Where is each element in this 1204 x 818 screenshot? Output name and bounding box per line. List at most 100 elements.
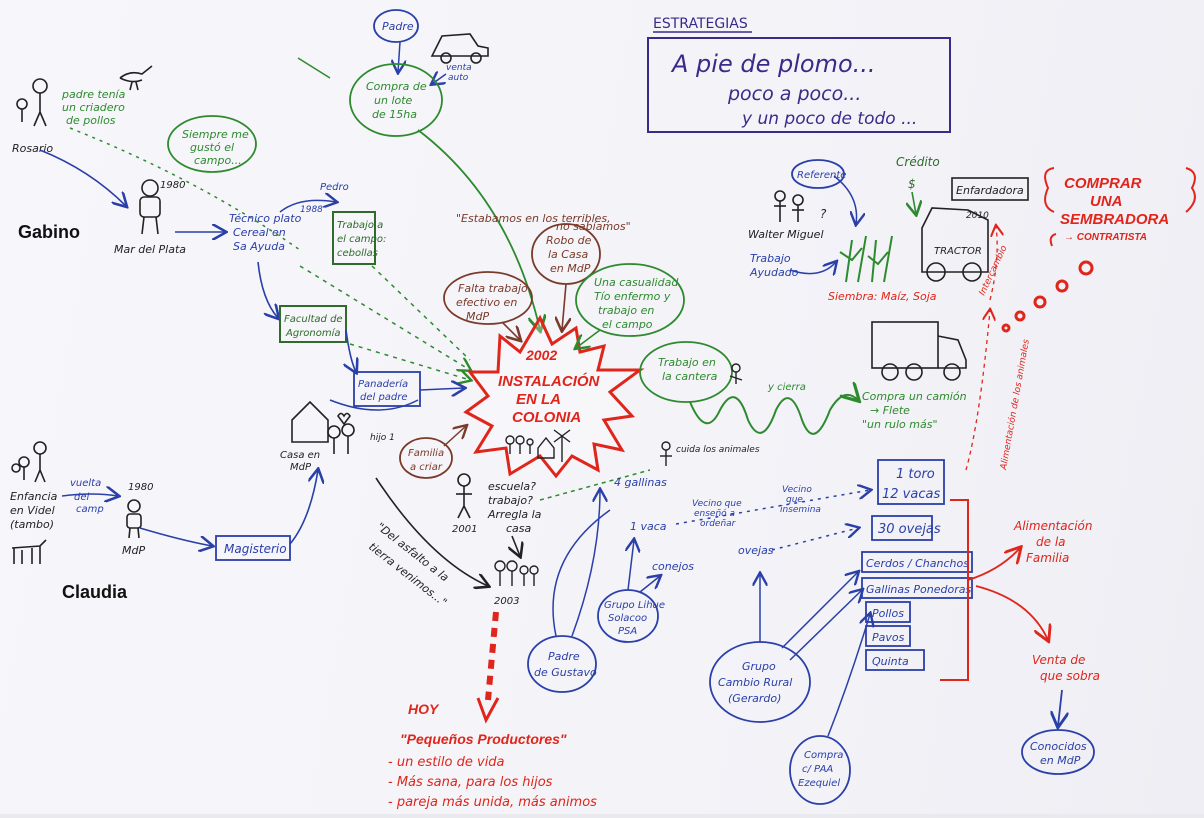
- known-line-1: Conocidos: [1030, 740, 1087, 753]
- city-life: Casa en MdP Panadería del padre hijo 1 F…: [280, 371, 466, 479]
- seeder-line-4: → CONTRATISTA: [1064, 232, 1147, 243]
- strategies-line-1: A pie de plomo...: [670, 50, 876, 78]
- family-figures-icon: [11, 441, 47, 483]
- gabino-path: Rosario padre tenía un criadero de pollo…: [12, 9, 540, 380]
- installation-line-2: EN LA: [516, 391, 561, 408]
- tractor-label: TRACTOR: [934, 246, 982, 257]
- robbery-line-2: la Casa: [548, 248, 588, 261]
- seeder-line-2: UNA: [1090, 193, 1123, 210]
- father-gustavo-line-1: Padre: [548, 650, 580, 663]
- exchange-label: Intercambio: [978, 244, 1010, 298]
- gabino-year-1988: 1988: [300, 205, 323, 215]
- question-line-1: escuela?: [488, 480, 536, 493]
- land-purchase-line-1: Compra de: [366, 80, 427, 93]
- car-icon: [430, 33, 489, 64]
- truck-buy-line-2: → Flete: [870, 404, 910, 417]
- father-note-line-3: de pollos: [66, 114, 116, 127]
- sheep-label: ovejas: [738, 544, 774, 557]
- reasons: "Estabamos en los terribles, no sabíamos…: [443, 212, 685, 348]
- person-gabino: Gabino: [18, 222, 80, 242]
- cow-icon: [11, 539, 47, 564]
- lihue-line-3: PSA: [618, 626, 637, 637]
- bull-label: 1 toro: [896, 467, 935, 482]
- quail-label: Quinta: [872, 655, 909, 668]
- rural-group-line-1: Grupo: [742, 660, 776, 673]
- quarry-line-1: Trabajo en: [658, 356, 716, 369]
- neighbor-line-3: ordeñar: [700, 519, 737, 529]
- animal-feed-label: Alimentación de los animales: [998, 338, 1032, 471]
- family-figures-icon: [505, 435, 555, 459]
- liked-field-line-3: campo...: [194, 154, 242, 167]
- childhood-line-3: (tambo): [10, 518, 54, 531]
- child-label: hijo 1: [370, 433, 395, 443]
- pigs-label: Cerdos / Chanchos: [866, 557, 969, 570]
- return-line-1: vuelta: [70, 478, 101, 489]
- rural-group-line-3: (Gerardo): [728, 692, 781, 705]
- installation-star: 2002 INSTALACIÓN EN LA COLONIA: [463, 314, 645, 479]
- family-food-line-3: Familia: [1026, 551, 1069, 565]
- bird-icon: [119, 65, 153, 91]
- baler-label: Enfardadora: [956, 184, 1024, 197]
- technician-line-1: Técnico plato: [229, 212, 302, 225]
- no-work-line-3: MdP: [466, 310, 489, 323]
- bakery-line-2: del padre: [360, 392, 408, 403]
- couple-figures-icon: [327, 412, 355, 454]
- car-sale-line-2: auto: [448, 73, 469, 83]
- windmill-icon: [553, 429, 571, 462]
- house-icon: [291, 400, 329, 443]
- installation-line-3: COLONIA: [512, 409, 581, 426]
- rural-group-line-2: Cambio Rural: [718, 676, 792, 689]
- family-figures-icon: [16, 78, 48, 127]
- chance-line-1: Una casualidad: [594, 276, 679, 289]
- father-note-line-1: padre tenía: [61, 88, 126, 101]
- return-line-3: camp: [76, 504, 104, 515]
- today-subtitle: "Pequeños Productores": [400, 731, 567, 747]
- claudia-year-1980: 1980: [128, 482, 153, 493]
- installation-line-1: INSTALACIÓN: [498, 372, 601, 390]
- worker-figure-icon: [729, 363, 743, 384]
- chance-line-3: trabajo en: [598, 304, 654, 317]
- truck-icon: [871, 321, 967, 381]
- place-mar-del-plata: Mar del Plata: [114, 243, 186, 256]
- house-line-2: MdP: [290, 462, 312, 473]
- neighbor-line-4: Vecino: [782, 485, 812, 495]
- chance-line-4: el campo: [602, 318, 653, 331]
- car-sale-line-1: venta: [446, 63, 472, 73]
- credit-label: Crédito: [896, 155, 940, 169]
- family-food-line-2: de la: [1036, 535, 1066, 549]
- claudia-path: Enfancia en Videl (tambo) vuelta del cam…: [10, 441, 318, 564]
- quote-line-1: "Estabamos en los terribles,: [456, 212, 611, 225]
- family-food-line-1: Alimentación: [1013, 519, 1093, 533]
- question-line-3: Arregla la: [487, 508, 542, 521]
- robbery-line-1: Robo de: [546, 234, 592, 247]
- work-together-line-1: Trabajo: [750, 252, 791, 265]
- question-line-2: trabajo?: [488, 494, 533, 507]
- claudia-mdp: MdP: [122, 544, 145, 557]
- sowing-label: Siembra: Maíz, Soja: [828, 290, 937, 303]
- person-figure-icon: [456, 473, 472, 519]
- chance-line-2: Tío enfermo y: [594, 290, 671, 303]
- father-note-line-2: un criadero: [62, 101, 125, 114]
- family-line-2: a criar: [410, 462, 443, 473]
- strategies-box: ESTRATEGIAS A pie de plomo... poco a poc…: [647, 16, 951, 133]
- two-figures-icon: [774, 190, 804, 222]
- lihue-line-1: Grupo Lihue: [604, 600, 665, 611]
- year-2003: 2003: [494, 596, 519, 607]
- machinery: Referente ? Walter Miguel Trabajo Ayudad…: [748, 155, 1029, 303]
- strategies-line-3: y un poco de todo ...: [741, 109, 917, 129]
- person-figure-icon: [660, 441, 672, 466]
- paa-line-1: Compra: [804, 750, 843, 761]
- quarry-line-2: la cantera: [662, 370, 718, 383]
- tractor-icon: [921, 207, 989, 282]
- field-work-line-1: Trabajo a: [337, 220, 383, 231]
- work-timeline: Trabajo en la cantera y cierra Compra un…: [639, 321, 967, 435]
- neighbor-line-5: que: [786, 495, 803, 505]
- laying-hens-label: Gallinas Ponedoras: [866, 583, 971, 596]
- person-figure-icon: [126, 499, 142, 539]
- cows-label: 12 vacas: [882, 487, 940, 502]
- truck-buy-line-3: "un rulo más": [862, 418, 938, 431]
- installation-year: 2002: [525, 347, 557, 363]
- today-item-1: - un estilo de vida: [388, 755, 505, 770]
- today-section: HOY "Pequeños Productores" - un estilo d…: [388, 611, 597, 810]
